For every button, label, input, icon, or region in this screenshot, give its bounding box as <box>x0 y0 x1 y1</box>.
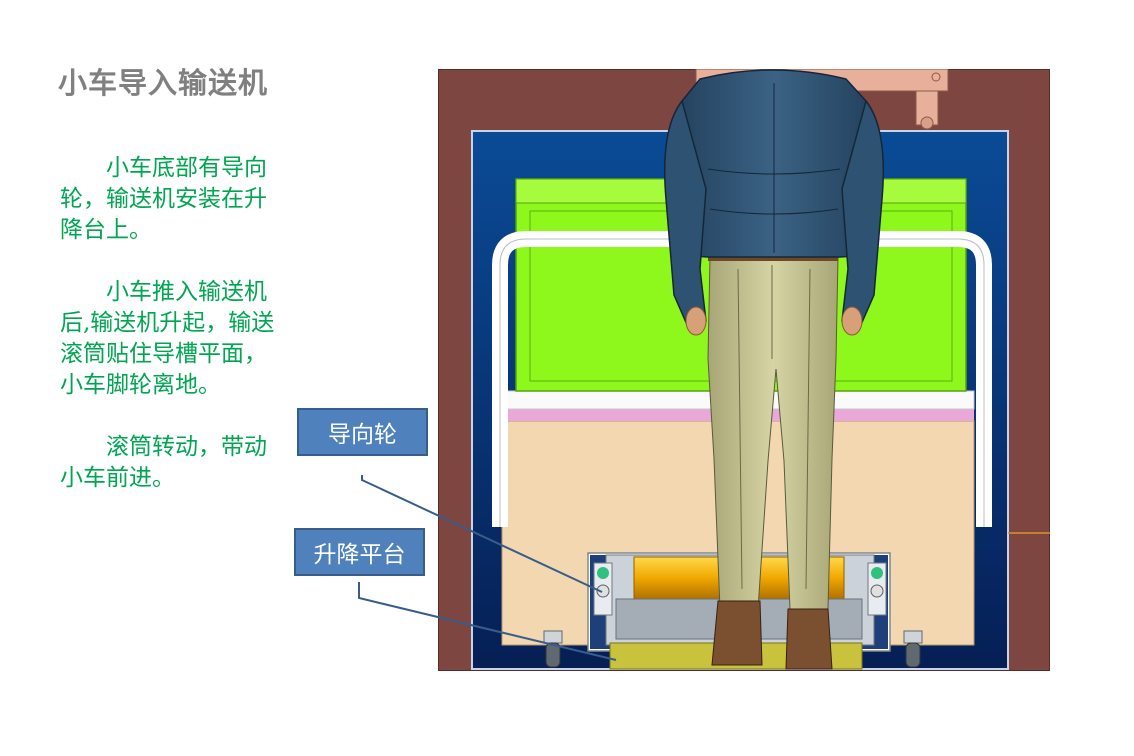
description-text: 小车底部有导向轮，输送机安装在升降台上。 小车推入输送机后,输送机升起，输送滚筒… <box>60 153 275 525</box>
page-title: 小车导入输送机 <box>58 66 269 100</box>
conveyor-cad-illustration <box>438 69 1050 671</box>
guide-wheel-callout: 导向轮 <box>297 408 428 456</box>
description-paragraph-1: 小车底部有导向轮，输送机安装在升降台上。 <box>60 155 267 243</box>
description-paragraph-3: 滚筒转动，带动小车前进。 <box>60 434 267 491</box>
description-paragraph-2: 小车推入输送机后,输送机升起，输送滚筒贴住导槽平面，小车脚轮离地。 <box>60 279 275 398</box>
lift-platform-callout: 升降平台 <box>294 528 425 576</box>
